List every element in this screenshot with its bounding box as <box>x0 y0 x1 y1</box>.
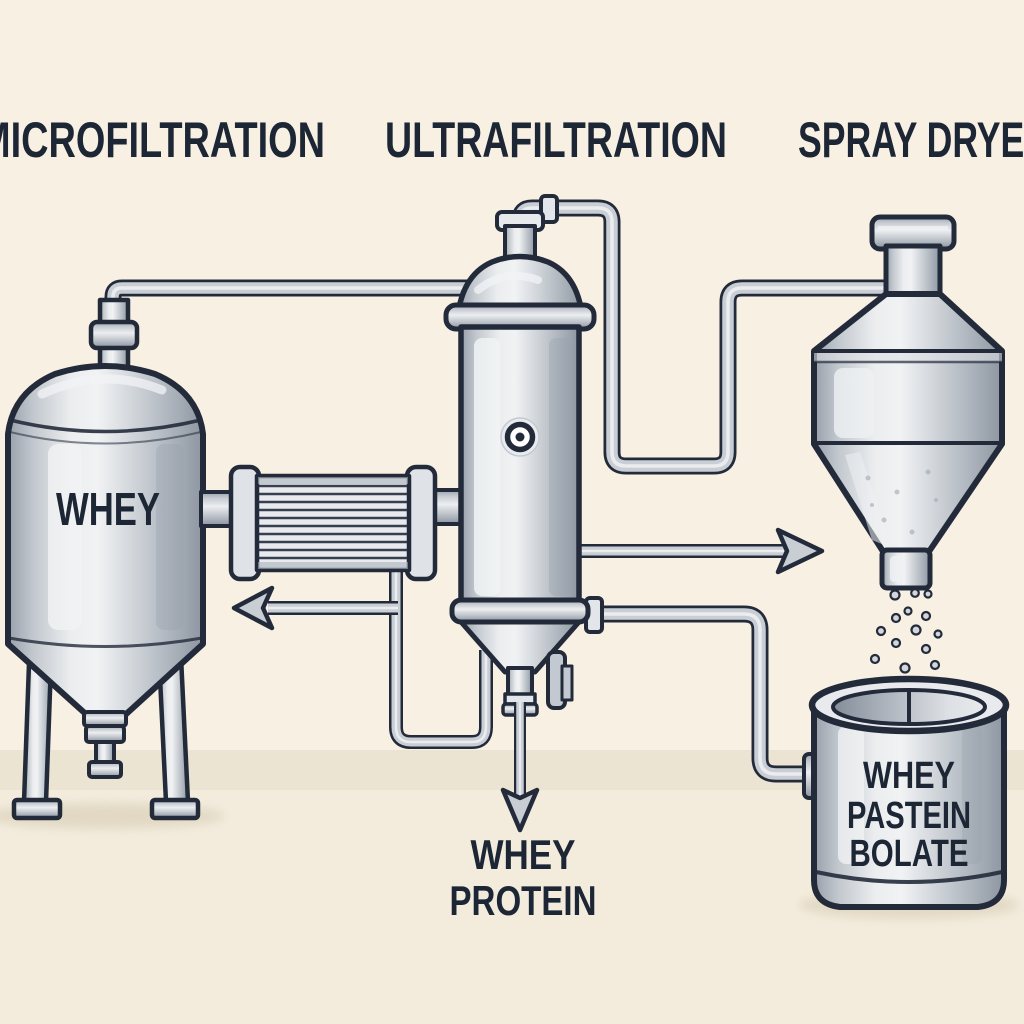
tank-foot <box>11 797 63 821</box>
collection-bin: WHEY PASTEIN BOLATE <box>802 675 1010 910</box>
pressure-gauge-icon <box>500 417 540 457</box>
stage-label-spray-dryer: SPRAY DRYER <box>798 112 1024 168</box>
arrow-left-icon <box>231 585 398 631</box>
uf-highlight <box>474 338 500 596</box>
stage-label-ultrafiltration: ULTRAFILTRATION <box>385 112 727 168</box>
tank-top-collar <box>88 319 140 351</box>
bin-highlight <box>838 726 864 864</box>
tank-seam <box>9 418 202 434</box>
uf-side-fitting-small <box>560 664 574 702</box>
tank-drain-cap <box>87 760 123 779</box>
dryer-speckles <box>865 469 938 558</box>
module-ribs <box>258 484 408 560</box>
tank-drain-flange <box>82 710 128 728</box>
bin-bottom-seam <box>815 870 1003 884</box>
dryer-highlight <box>834 368 874 438</box>
output-label-line-1: WHEY <box>471 831 576 878</box>
module-bottom-shade <box>258 562 408 569</box>
spray-dryer <box>811 214 1005 591</box>
tank-seam <box>8 636 203 648</box>
arrowhead-down <box>500 787 540 833</box>
tank-drain-collar <box>84 724 126 744</box>
arrow-down-icon <box>500 702 540 833</box>
output-label: WHEY PROTEIN <box>450 831 597 924</box>
dryer-band <box>814 351 1002 362</box>
arrowhead-right <box>775 527 825 575</box>
uf-bottom-flange <box>449 597 591 625</box>
tank-label: WHEY <box>56 483 160 535</box>
module-top-shade <box>258 477 408 484</box>
module-ribbed-body <box>254 473 412 573</box>
stage-label-microfiltration: MICROFILTRATION <box>0 112 325 168</box>
bin-shade <box>962 726 982 864</box>
uf-shade <box>549 338 571 596</box>
bin-label-line-2: PASTEIN <box>847 795 971 837</box>
bin-label-line-1: WHEY <box>863 755 955 797</box>
ultrafiltration-column <box>443 210 597 717</box>
tank-dome-highlight <box>37 374 167 399</box>
whey-feed-tank: WHEY <box>5 297 206 821</box>
uf-outlet-block <box>506 666 534 698</box>
uf-cone <box>458 619 582 675</box>
tank-seam <box>9 431 202 445</box>
powder-particles <box>869 588 943 674</box>
microfiltration-module <box>199 464 468 582</box>
dryer-spout <box>879 547 933 591</box>
uf-dome-highlight <box>474 271 542 294</box>
pipe-uf-to-spray-dryer <box>520 194 888 466</box>
tank-foot <box>149 797 201 821</box>
pipe-coupling <box>539 194 559 224</box>
dryer-cone-highlight <box>845 452 892 548</box>
arrow-right-icon <box>578 527 825 575</box>
output-label-line-2: PROTEIN <box>450 877 597 924</box>
tank-shade <box>156 444 184 630</box>
dryer-neck <box>883 243 943 299</box>
dryer-spout-highlight <box>890 556 902 582</box>
arrowhead-left <box>231 585 275 631</box>
tank-highlight <box>48 444 82 630</box>
bin-label-line-3: BOLATE <box>850 833 969 875</box>
